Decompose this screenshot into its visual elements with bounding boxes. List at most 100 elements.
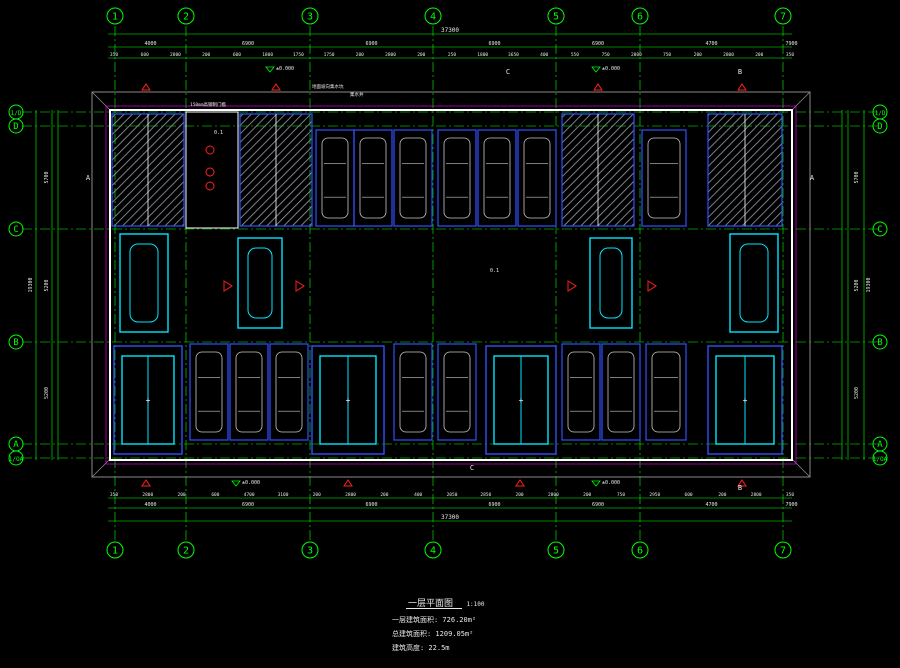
grid-label: 4 <box>430 546 436 557</box>
grid-bubble <box>872 334 888 350</box>
grid-label: 7 <box>780 12 786 23</box>
dimension-text-bottom-secondary: 200 <box>178 492 186 498</box>
elevation-text: ±0.000 <box>602 480 620 486</box>
grid-bubble <box>872 221 888 237</box>
parking-bay-top <box>641 129 687 227</box>
grid-label: 5 <box>553 12 559 23</box>
direction-arrow <box>295 280 305 292</box>
dimension-text-bottom-secondary: 200 <box>583 492 591 498</box>
dimension-text-bottom-secondary: 600 <box>211 492 219 498</box>
dimension-text-bottom-secondary: 600 <box>685 492 693 498</box>
grid-bubble <box>872 450 888 466</box>
entrance-arrow <box>737 479 747 487</box>
dimension-text-top-secondary: 1750 <box>293 52 304 58</box>
overall-dimension-bottom: 37300 <box>441 514 459 521</box>
dimension-text-bottom-secondary: 350 <box>110 492 118 498</box>
dimension-text-bottom-secondary: 2050 <box>447 492 458 498</box>
grid-bubble <box>301 541 319 559</box>
grid-bubble <box>424 7 442 25</box>
dimension-text-top: 6900 <box>365 41 377 47</box>
dimension-text-bottom: 7900 <box>785 502 797 508</box>
dimension-text-top-secondary: 750 <box>663 52 671 58</box>
pump-symbol <box>205 167 215 177</box>
grid-bubble <box>547 541 565 559</box>
grid-label: 1/OA <box>873 456 888 463</box>
direction-arrow <box>567 280 577 292</box>
drawing-notes: 一层平面图 1:100 一层建筑面积: 726.20m² 总建筑面积: 1209… <box>388 596 588 653</box>
dimension-text-top-secondary: 600 <box>141 52 149 58</box>
dimension-text-left: 5700 <box>44 171 50 183</box>
entrance-arrow <box>737 83 747 91</box>
parking-bay-top <box>477 129 517 227</box>
dimension-text-top-secondary: 750 <box>602 52 610 58</box>
dimension-text-bottom-secondary: 4700 <box>244 492 255 498</box>
elevation-marker <box>231 480 241 487</box>
apron-corner <box>791 458 811 478</box>
car-lift-platform <box>729 233 779 333</box>
direction-arrow <box>223 280 233 292</box>
apron-corner <box>91 91 111 111</box>
dimension-text-top-secondary: 1800 <box>262 52 273 58</box>
dimension-text-bottom: 6900 <box>592 502 604 508</box>
dimension-text-bottom: 6900 <box>242 502 254 508</box>
dimension-text-top-secondary: 200 <box>417 52 425 58</box>
dimension-text-bottom: 4700 <box>705 502 717 508</box>
grid-bubble <box>631 7 649 25</box>
dimension-text-right: 5200 <box>854 387 860 399</box>
dimension-text-top-secondary: 400 <box>540 52 548 58</box>
lift-room <box>113 345 183 455</box>
dimension-text-top-secondary: 200 <box>202 52 210 58</box>
dimension-text-top-secondary: 200 <box>694 52 702 58</box>
parking-bay-bottom <box>645 343 687 441</box>
entrance-arrow <box>343 479 353 487</box>
grid-bubble <box>177 7 195 25</box>
dimension-text-bottom: 6900 <box>365 502 377 508</box>
dimension-text-top-secondary: 350 <box>786 52 794 58</box>
dimension-text-top-secondary: 2800 <box>723 52 734 58</box>
car-on-lift <box>247 247 273 319</box>
note-building-height: 建筑高度: 22.5m <box>392 644 450 652</box>
dimension-text-top-secondary: 350 <box>110 52 118 58</box>
section-mark: B <box>738 68 742 76</box>
dimension-text-bottom-secondary: 2800 <box>345 492 356 498</box>
car-on-lift <box>739 243 769 323</box>
parking-bay-bottom <box>229 343 269 441</box>
dimension-text-right: 5700 <box>854 171 860 183</box>
car-on-lift <box>599 247 623 319</box>
parking-bay-bottom <box>437 343 477 441</box>
grid-bubble <box>8 118 24 134</box>
car-outline <box>651 351 681 433</box>
drawing-annotation: 集水井 <box>350 91 364 98</box>
dimension-text-left: 5200 <box>44 387 50 399</box>
grid-bubble <box>177 541 195 559</box>
dimension-text-top-secondary: 2800 <box>631 52 642 58</box>
slope-label: 0.1 <box>490 268 499 274</box>
parking-bay-bottom <box>561 343 601 441</box>
grid-label: C <box>13 225 18 235</box>
dimension-text-bottom-secondary: 2950 <box>649 492 660 498</box>
drawing-scale: 1:100 <box>466 601 485 608</box>
grid-bubble <box>301 7 319 25</box>
grid-bubble <box>774 541 792 559</box>
car-lift-platform <box>119 233 169 333</box>
dimension-text-top: 4000 <box>144 41 156 47</box>
car-lift-platform <box>589 237 633 329</box>
dimension-text-bottom-secondary: 200 <box>516 492 524 498</box>
drawing-title: 一层平面图 <box>408 599 454 609</box>
grid-label: B <box>877 338 882 348</box>
grid-label: 6 <box>637 546 643 557</box>
room-layout: ++++ <box>111 83 783 487</box>
grid-bubble <box>547 7 565 25</box>
car-outline <box>235 351 263 433</box>
dimension-text-top-secondary: 2800 <box>170 52 181 58</box>
grid-label: 2 <box>183 12 189 23</box>
drawing-title-row: 一层平面图 1:100 <box>408 596 588 609</box>
lift-center-mark: + <box>346 396 351 405</box>
dimension-text-top: 6900 <box>488 41 500 47</box>
dimension-text-bottom-secondary: 200 <box>380 492 388 498</box>
elevation-text: ±0.000 <box>602 66 620 72</box>
car-on-lift <box>129 243 159 323</box>
dimension-text-bottom-secondary: 2800 <box>142 492 153 498</box>
section-mark: A <box>810 174 815 182</box>
